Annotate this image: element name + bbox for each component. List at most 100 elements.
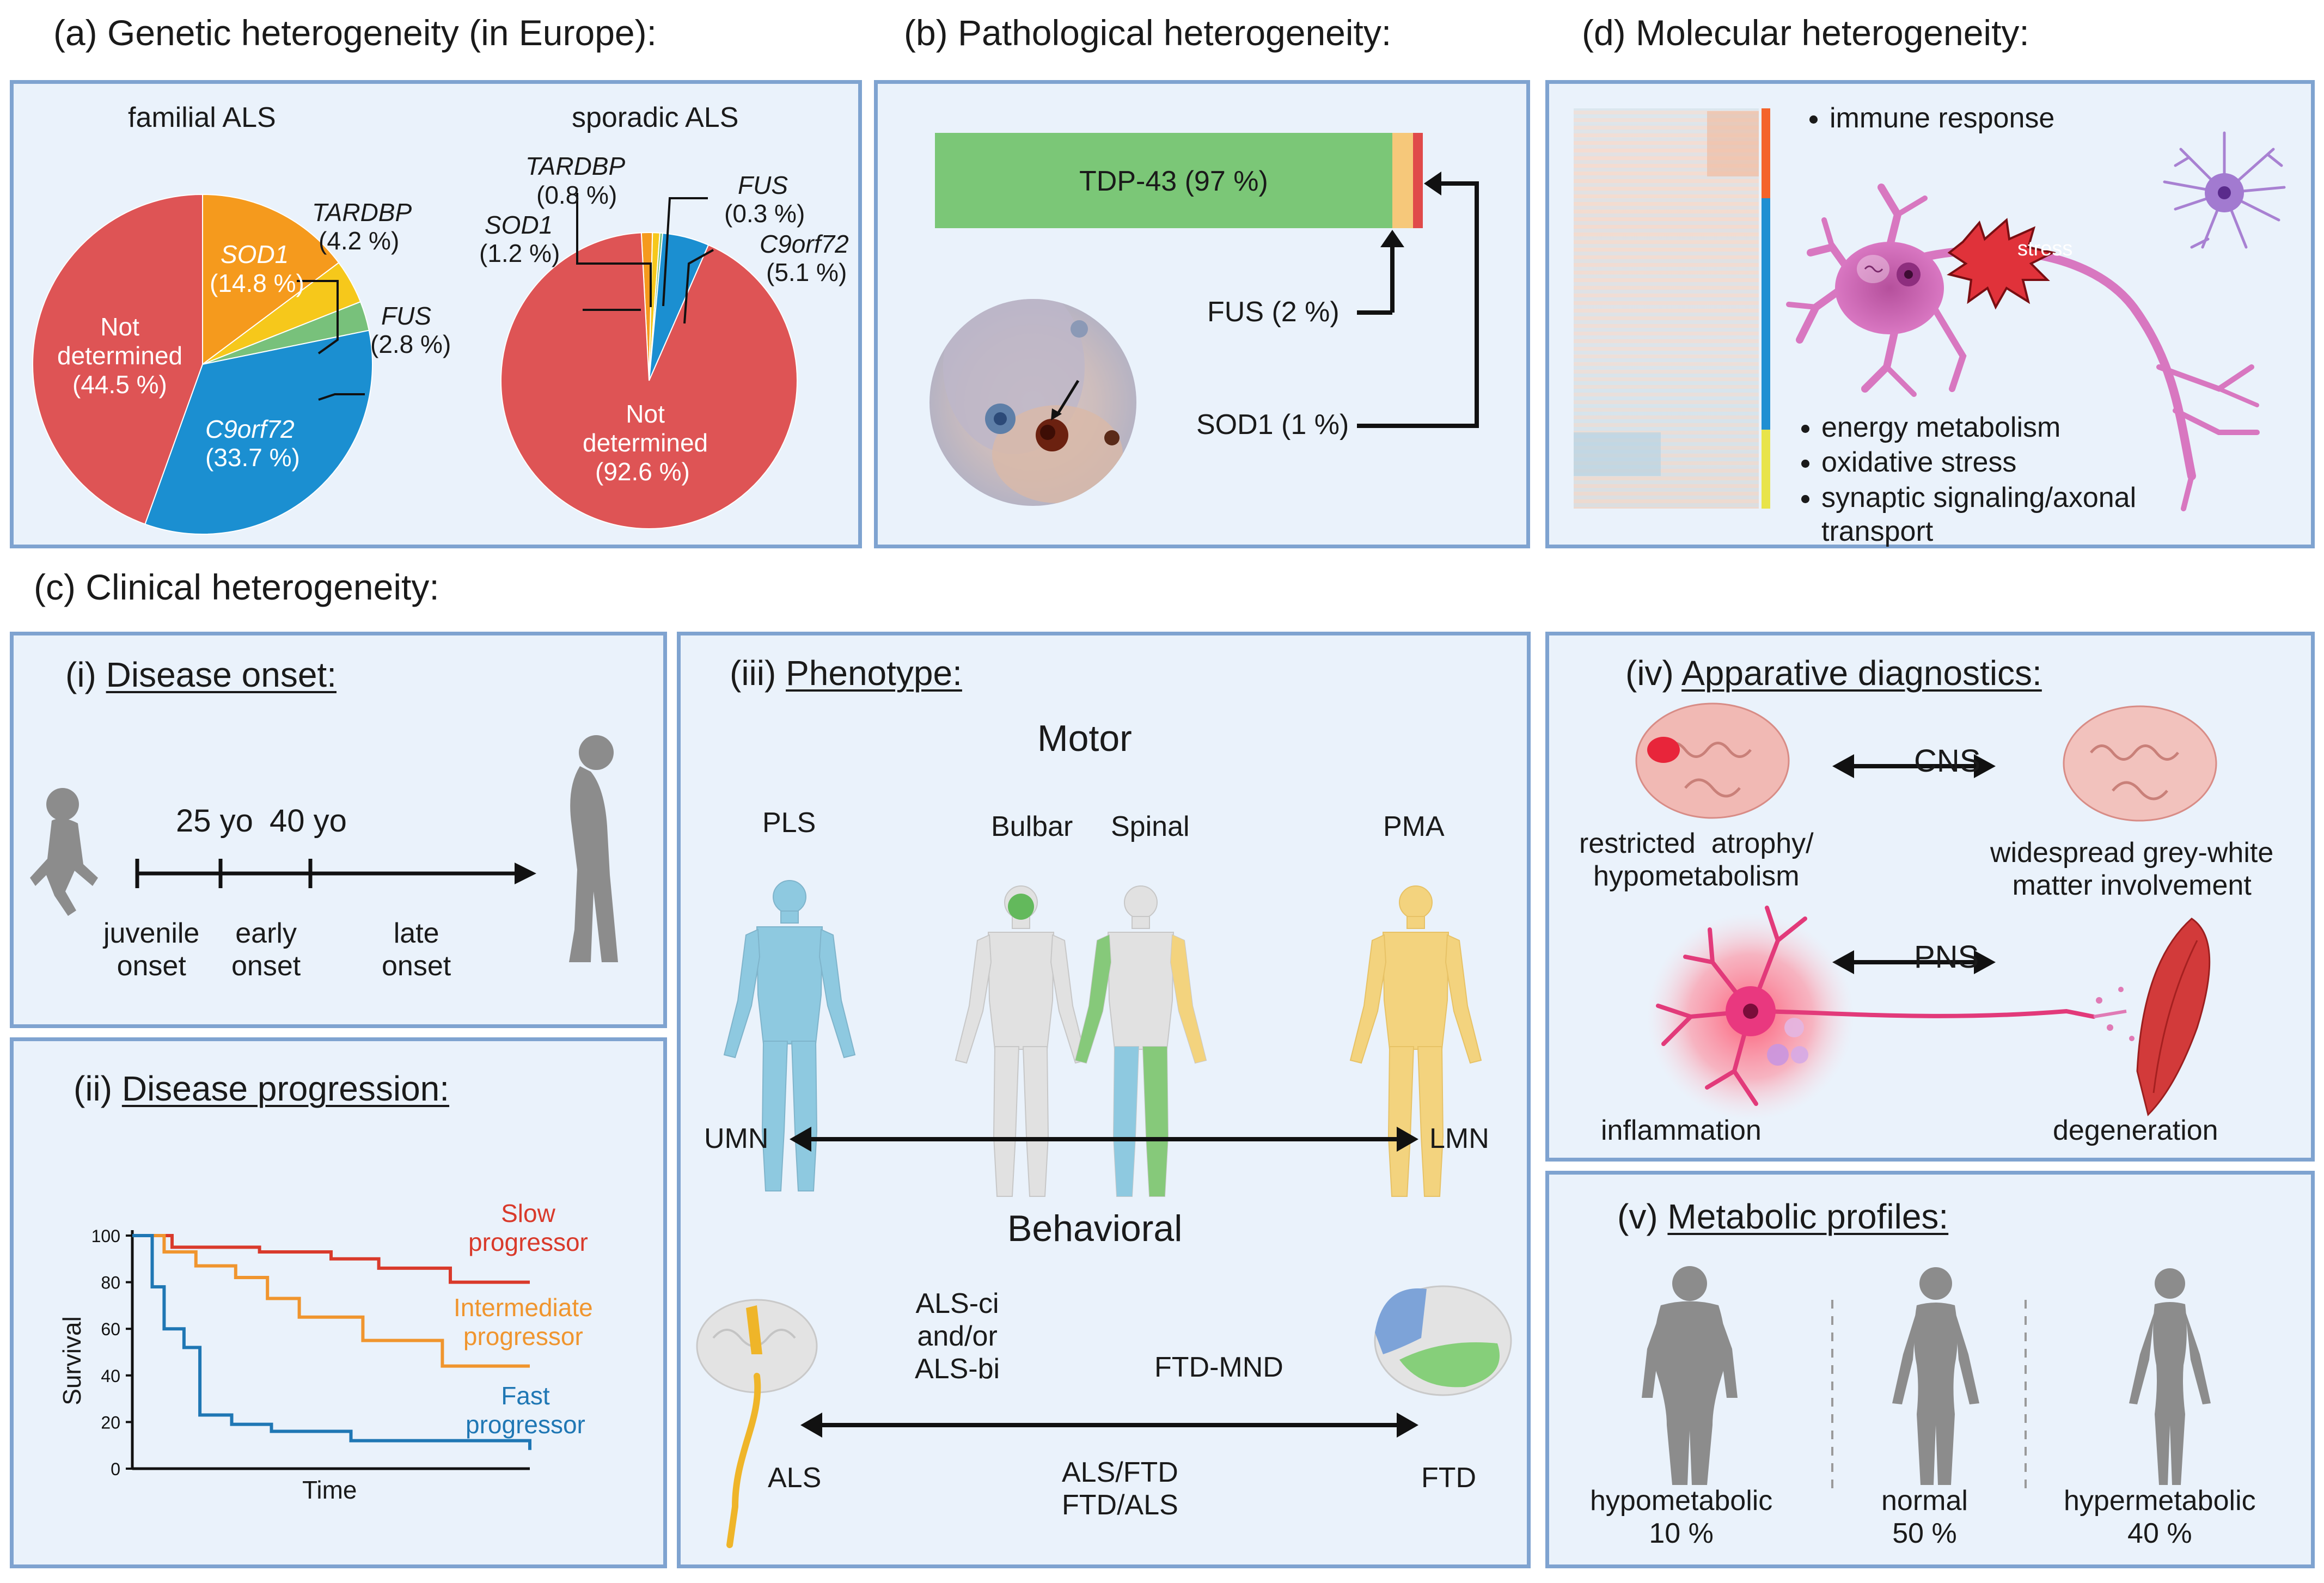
widespread-involvement-label: widespread grey-white matter involvement <box>1990 837 2274 901</box>
familial-sod1-name: SOD1 <box>221 240 289 268</box>
leader-sporadic-fus <box>662 197 708 307</box>
pns-label: PNS <box>1914 939 1979 975</box>
familial-tardbp-name: TARDBP <box>312 198 412 227</box>
molecular-graphic <box>1574 108 2286 511</box>
sporadic-slice-not-determined <box>500 232 798 529</box>
sporadic-als-title: sporadic ALS <box>572 102 739 133</box>
leader-sporadic-tardbp <box>576 193 652 307</box>
sporadic-fus-value: (0.3 %) <box>724 199 805 228</box>
y-tick-label: 40 <box>101 1366 120 1386</box>
inflammation-label: inflammation <box>1601 1115 1762 1146</box>
metabolic-graphic <box>1642 1266 2211 1490</box>
sporadic-sod1-value: (1.2 %) <box>479 239 560 267</box>
title-pathological-heterogeneity: (b) Pathological heterogeneity: <box>904 13 1392 53</box>
sporadic-sod1-name: SOD1 <box>485 211 553 239</box>
pls-label: PLS <box>762 807 816 839</box>
panel-phenotype: (iii) Phenotype: Motor Behavioral PLS Bu… <box>677 632 1531 1568</box>
y-tick-label: 0 <box>111 1459 120 1479</box>
leader-familial-tardbp <box>297 280 339 355</box>
motor-heading: Motor <box>1037 718 1132 759</box>
stress-star-icon <box>1947 218 2056 310</box>
hypometabolic-label: hypometabolic 10 % <box>1590 1485 1773 1549</box>
phenotype-graphic <box>696 880 1512 1548</box>
sporadic-c9-name: C9orf72 <box>760 230 849 258</box>
fus-label: FUS (2 %) <box>1207 296 1340 328</box>
brain-restricted-icon <box>1635 702 1790 819</box>
cns-right-arrow-icon <box>1974 754 1996 778</box>
fus-bar-segment <box>1392 133 1413 228</box>
sporadic-tardbp-name: TARDBP <box>525 152 626 180</box>
title-molecular-heterogeneity: (d) Molecular heterogeneity: <box>1582 13 2029 53</box>
familial-slice-not-determined <box>32 193 203 525</box>
familial-notdet-name: Not determined <box>57 313 183 370</box>
familial-c9-name: C9orf72 <box>205 415 295 443</box>
elderly-person-icon <box>569 735 618 962</box>
pns-right-arrow-icon <box>1974 950 1996 974</box>
juvenile-onset: juvenile onset <box>103 918 200 982</box>
age-25: 25 yo <box>176 803 253 839</box>
tdp43-label: TDP-43 (97 %) <box>1079 166 1268 197</box>
als-ci-label: ALS-ci and/or ALS-bi <box>915 1288 1000 1385</box>
normal-label: normal 50 % <box>1881 1485 1968 1549</box>
histology-arrow-icon <box>1051 408 1062 420</box>
familial-sod1-value: (14.8 %) <box>210 269 304 297</box>
familial-als-title: familial ALS <box>128 102 276 133</box>
series-label-fast: Fast progressor <box>466 1382 585 1439</box>
hypometabolic-figure-icon <box>1642 1266 1738 1485</box>
ftd-label: FTD <box>1421 1462 1477 1494</box>
sporadic-pie <box>500 232 798 529</box>
bullet-immune-response: immune response <box>1830 101 2054 135</box>
title-clinical-heterogeneity: (c) Clinical heterogeneity: <box>34 567 439 607</box>
familial-slice-sod1 <box>202 193 340 365</box>
series-line-2 <box>132 1234 531 1450</box>
restricted-atrophy-label: restricted atrophy/ hypometabolism <box>1579 828 1814 892</box>
panel-molecular: stress immune response energy metabolism… <box>1545 80 2315 548</box>
als-ftd-label: ALS/FTD FTD/ALS <box>1062 1457 1178 1521</box>
familial-notdet-value: (44.5 %) <box>72 370 167 399</box>
series-line-1 <box>132 1234 530 1368</box>
cns-label: CNS <box>1914 743 1981 779</box>
metabolic-heading: (v) Metabolic profiles: <box>1617 1197 1949 1236</box>
familial-fus-name: FUS <box>381 302 431 330</box>
survival-axis-label: Survival <box>57 1316 86 1405</box>
hypermetabolic-label: hypermetabolic 40 % <box>2064 1485 2256 1549</box>
normal-figure-icon <box>1892 1267 1979 1485</box>
onset-timeline <box>30 735 618 962</box>
spinal-label: Spinal <box>1111 811 1190 842</box>
familial-c9-value: (33.7 %) <box>205 443 300 472</box>
y-tick-label: 60 <box>101 1319 120 1339</box>
muscle-degeneration-icon <box>2093 918 2211 1116</box>
histology-image <box>929 299 1136 506</box>
als-brain-icon <box>696 1299 818 1548</box>
sporadic-notdet-name: Not determined <box>583 400 708 457</box>
y-tick-label: 20 <box>101 1413 120 1432</box>
sod1-arrow-icon <box>1424 172 1441 195</box>
series-label-intermediate: Intermediate progressor <box>454 1293 593 1350</box>
als-label: ALS <box>768 1462 822 1494</box>
sod1-label: SOD1 (1 %) <box>1196 409 1349 441</box>
lmn-label: LMN <box>1429 1123 1489 1154</box>
time-axis-label: Time <box>302 1476 357 1504</box>
sod1-bar-segment <box>1413 133 1423 228</box>
familial-pie <box>32 193 373 535</box>
panel-pathological: TDP-43 (97 %) FUS (2 %) SOD1 (1 %) <box>874 80 1530 548</box>
molecular-bullets-bottom: energy metabolism oxidative stress synap… <box>1789 411 2136 550</box>
expression-heatmap <box>1574 108 1770 509</box>
bullet-oxidative-stress: oxidative stress <box>1821 445 2136 479</box>
series-line-0 <box>132 1234 530 1284</box>
ftd-arrow-icon <box>1397 1413 1418 1438</box>
leader-sporadic-c9 <box>683 249 714 324</box>
series-label-slow: Slow progressor <box>468 1199 588 1256</box>
familial-tardbp-value: (4.2 %) <box>319 227 400 255</box>
survival-chart: 0 20 40 60 80 100 <box>91 1226 531 1479</box>
body-spinal-icon <box>1075 885 1207 1197</box>
early-onset: early onset <box>231 918 301 982</box>
y-tick-label: 100 <box>91 1226 120 1246</box>
behavioral-heading: Behavioral <box>1007 1208 1183 1249</box>
timeline-arrow-icon <box>515 863 536 884</box>
y-tick-label: 80 <box>101 1273 120 1293</box>
als-arrow-icon <box>800 1413 822 1438</box>
pma-label: PMA <box>1383 811 1445 842</box>
stress-label: stress <box>2017 237 2073 260</box>
